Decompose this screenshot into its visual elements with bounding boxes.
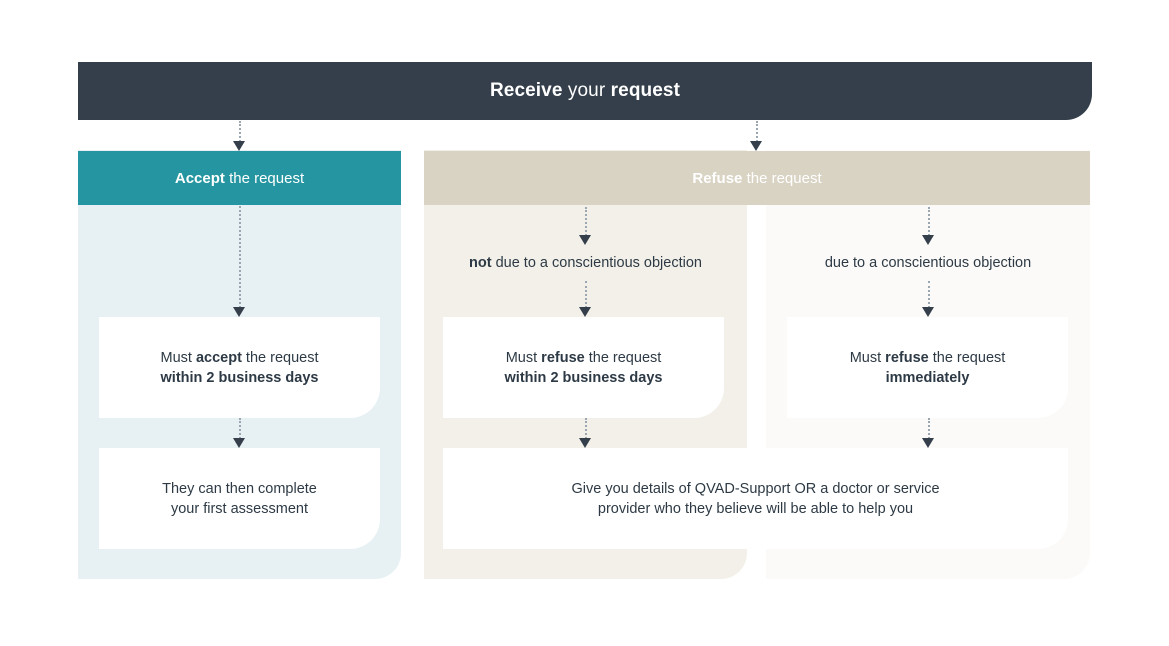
card-accept-step-2: They can then complete your first assess… <box>99 448 380 549</box>
card-refuse-not-objection-step-1: Must refuse the request within 2 busines… <box>443 317 724 418</box>
card-accept-step-2-text: They can then complete your first assess… <box>162 479 317 519</box>
card-accept-step-1-line-2: within 2 business days <box>161 368 319 388</box>
process-header-title-bold-prefix: Receive <box>489 80 563 101</box>
card-refuse-shared-step-2: Give you details of QVAD-Support OR a do… <box>443 448 1068 549</box>
card-refuse-objection-step-1-line-1-post: the request <box>928 349 1006 366</box>
card-refuse-objection-step-1: Must refuse the request immediately <box>787 317 1068 418</box>
card-refuse-not-objection-step-1-line-1: Must refuse the request <box>505 348 663 368</box>
card-refuse-objection-step-1-line-1-pre: Must <box>849 349 886 366</box>
arrowhead-icon <box>922 307 934 317</box>
section-header-refuse-bold: Refuse <box>692 169 743 187</box>
connector-line <box>928 418 930 439</box>
arrowhead-icon <box>750 141 762 151</box>
card-refuse-not-objection-step-1-line-1-pre: Must <box>505 349 542 366</box>
card-refuse-objection-step-1-text: Must refuse the request immediately <box>850 348 1006 388</box>
connector-line <box>928 207 930 236</box>
section-header-accept-bold: Accept <box>174 169 225 187</box>
card-accept-step-1-text: Must accept the request within 2 busines… <box>161 348 319 388</box>
connector-line <box>928 281 930 308</box>
sub-label-not-rest: due to a conscientious objection <box>491 255 702 271</box>
card-accept-step-1-line-1: Must accept the request <box>161 348 319 368</box>
card-refuse-not-objection-step-1-line-2-bold: within 2 business days <box>504 369 663 386</box>
arrowhead-icon <box>579 307 591 317</box>
connector-arrow-refuse-not-objection-step-1-to-shared-step-2 <box>579 418 592 448</box>
card-accept-step-1-line-1-bold: accept <box>195 349 242 366</box>
sub-label-not-conscientious-objection: not due to a conscientious objection <box>424 252 747 274</box>
connector-arrow-accept-step-1-to-step-2 <box>233 418 246 448</box>
arrowhead-icon <box>922 438 934 448</box>
card-refuse-objection-step-1-line-2: immediately <box>850 368 1006 388</box>
connector-line <box>239 418 241 439</box>
sub-label-not-bold: not <box>469 255 492 271</box>
connector-line <box>585 418 587 439</box>
card-refuse-shared-step-2-line-1: Give you details of QVAD-Support OR a do… <box>571 480 940 497</box>
arrowhead-icon <box>922 235 934 245</box>
connector-arrow-refuse-to-not-objection-label <box>579 207 592 245</box>
connector-arrow-refuse-objection-step-1-to-shared-step-2 <box>922 418 935 448</box>
connector-line <box>239 121 241 142</box>
connector-arrow-not-objection-label-to-step-1 <box>579 281 592 317</box>
card-accept-step-1-line-2-bold: within 2 business days <box>160 369 319 386</box>
arrowhead-icon <box>233 307 245 317</box>
card-refuse-shared-step-2-text: Give you details of QVAD-Support OR a do… <box>571 479 939 519</box>
section-header-accept: Accept the request <box>78 151 401 205</box>
section-header-accept-rest: the request <box>224 169 305 187</box>
card-refuse-not-objection-step-1-line-1-bold: refuse <box>541 349 585 366</box>
arrowhead-icon <box>233 141 245 151</box>
connector-line <box>756 121 758 142</box>
connector-arrow-objection-label-to-step-1 <box>922 281 935 317</box>
connector-arrow-header-to-accept <box>233 121 246 151</box>
process-header-title-middle: your <box>562 80 611 101</box>
card-accept-step-1-line-1-post: the request <box>241 349 319 366</box>
card-refuse-not-objection-step-1-text: Must refuse the request within 2 busines… <box>505 348 663 388</box>
arrowhead-icon <box>579 235 591 245</box>
card-refuse-not-objection-step-1-line-2: within 2 business days <box>505 368 663 388</box>
sub-label-objection-text: due to a conscientious objection <box>824 255 1032 271</box>
connector-line <box>239 206 241 308</box>
card-refuse-objection-step-1-line-1-bold: refuse <box>885 349 929 366</box>
arrowhead-icon <box>233 438 245 448</box>
card-refuse-objection-step-1-line-1: Must refuse the request <box>850 348 1006 368</box>
card-accept-step-1: Must accept the request within 2 busines… <box>99 317 380 418</box>
process-header-bar: Receive your request <box>78 62 1092 120</box>
card-refuse-not-objection-step-1-line-1-post: the request <box>584 349 662 366</box>
sub-label-conscientious-objection: due to a conscientious objection <box>766 252 1090 274</box>
card-refuse-objection-step-1-line-2-bold: immediately <box>885 369 970 386</box>
section-header-refuse: Refuse the request <box>424 151 1090 205</box>
card-accept-step-1-line-1-pre: Must <box>160 349 196 366</box>
connector-arrow-header-to-refuse <box>750 121 763 151</box>
connector-arrow-accept-to-step-1 <box>233 206 246 317</box>
process-header-title: Receive your request <box>490 80 680 102</box>
process-header-title-bold-suffix: request <box>610 80 680 101</box>
connector-arrow-refuse-to-objection-label <box>922 207 935 245</box>
card-accept-step-2-line-1: They can then complete <box>162 480 317 497</box>
connector-line <box>585 207 587 236</box>
card-accept-step-2-line-2: your first assessment <box>170 500 308 517</box>
card-refuse-shared-step-2-line-2: provider who they believe will be able t… <box>597 500 914 517</box>
section-header-refuse-rest: the request <box>742 169 822 187</box>
connector-line <box>585 281 587 308</box>
arrowhead-icon <box>579 438 591 448</box>
